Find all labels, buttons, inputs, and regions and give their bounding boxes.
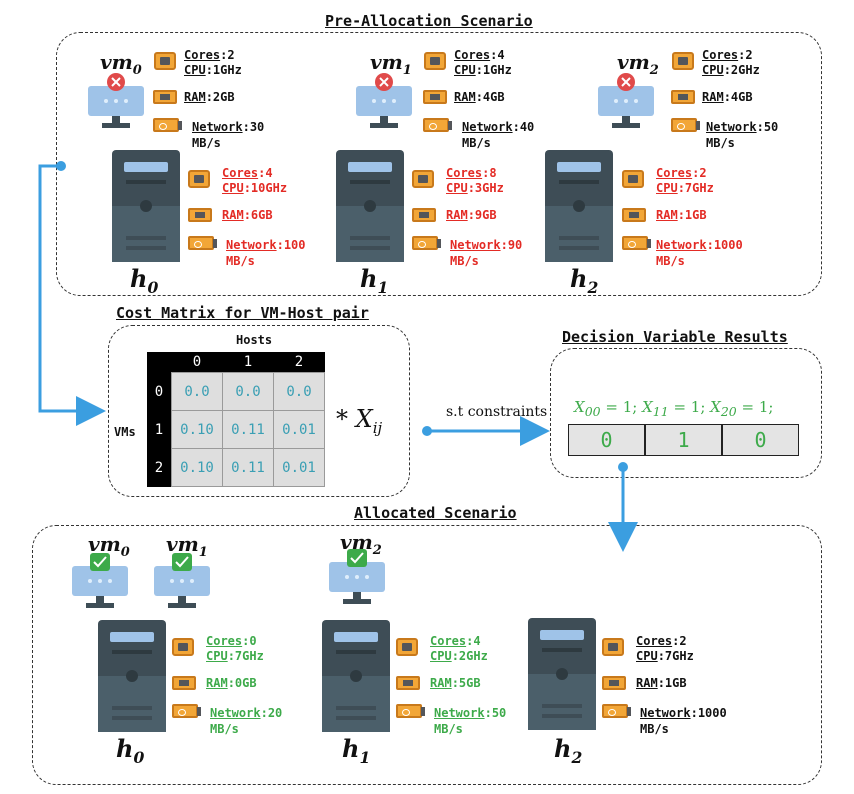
cpu-chip-icon <box>396 638 418 656</box>
vm2-label: vm2 <box>617 50 659 78</box>
vm0-specs: Cores:2 CPU:1GHz RAM:2GB Network:30 MB/s <box>150 48 300 150</box>
server-tower-icon <box>545 150 613 262</box>
cpu-chip-icon <box>424 52 446 70</box>
table-row: 0 0.0 0.0 0.0 <box>147 372 325 411</box>
monitor-icon <box>72 553 128 608</box>
cpu-chip-icon <box>602 638 624 656</box>
cpu-chip-icon <box>172 638 194 656</box>
table-row: 1 0.10 0.11 0.01 <box>147 410 325 449</box>
network-card-icon <box>188 236 217 250</box>
network-card-icon <box>671 118 700 132</box>
pre-to-cost-arrow <box>38 161 106 426</box>
cost-cell: 0.11 <box>222 448 274 487</box>
h1-label: h1 <box>360 264 389 297</box>
monitor-icon <box>598 73 654 128</box>
ram-chip-icon <box>172 676 196 690</box>
cpu-chip-icon <box>154 52 176 70</box>
col-header: 0 <box>171 352 223 373</box>
monitor-icon <box>154 553 210 608</box>
network-card-icon <box>396 704 425 718</box>
col-header: 2 <box>273 352 325 373</box>
cost-cell: 0.01 <box>273 448 325 487</box>
cost-cell: 0.0 <box>273 372 325 411</box>
decision-to-allocated-arrow <box>608 462 638 552</box>
decision-equations: X00 = 1; X11 = 1; X20 = 1; <box>574 398 774 419</box>
decision-result-row: 0 1 0 <box>568 424 799 456</box>
cost-cell: 0.10 <box>171 410 223 449</box>
server-tower-icon <box>528 618 596 730</box>
server-tower-icon <box>322 620 390 732</box>
cpu-chip-icon <box>188 170 210 188</box>
network-card-icon <box>153 118 182 132</box>
decision-variable-title: Decision Variable Results <box>562 328 788 346</box>
ram-chip-icon <box>396 676 420 690</box>
table-row: 2 0.10 0.11 0.01 <box>147 448 325 487</box>
h0-specs: Cores:4 CPU:10GHz RAM:6GB Network:100 MB… <box>186 166 336 268</box>
corner-cell <box>147 352 172 373</box>
network-card-icon <box>172 704 201 718</box>
vm2-specs: Cores:2 CPU:2GHz RAM:4GB Network:50 MB/s <box>668 48 808 150</box>
vms-axis-label: VMs <box>114 425 136 439</box>
vm1-label: vm1 <box>370 50 412 78</box>
ram-chip-icon <box>153 90 177 104</box>
decision-cell: 0 <box>568 424 645 456</box>
col-header: 1 <box>222 352 274 373</box>
allocated-title: Allocated Scenario <box>354 504 517 522</box>
ram-chip-icon <box>412 208 436 222</box>
server-tower-icon <box>112 150 180 262</box>
alloc-h1-label: h1 <box>342 734 371 767</box>
alloc-h0-specs: Cores:0 CPU:7GHz RAM:0GB Network:20 MB/s <box>170 634 310 736</box>
ram-chip-icon <box>671 90 695 104</box>
h2-label: h2 <box>570 264 599 297</box>
row-header: 1 <box>147 410 172 449</box>
network-card-icon <box>602 704 631 718</box>
ram-chip-icon <box>602 676 626 690</box>
cpu-chip-icon <box>672 52 694 70</box>
row-header: 0 <box>147 372 172 411</box>
cost-cell: 0.11 <box>222 410 274 449</box>
pre-allocation-title: Pre-Allocation Scenario <box>325 12 533 30</box>
cost-cell: 0.0 <box>222 372 274 411</box>
h0-label: h0 <box>130 264 159 297</box>
cost-matrix-title: Cost Matrix for VM-Host pair <box>116 304 369 322</box>
cost-cell: 0.0 <box>171 372 223 411</box>
vm0-label: vm0 <box>100 50 142 78</box>
cost-cell: 0.01 <box>273 410 325 449</box>
server-tower-icon <box>336 150 404 262</box>
ram-chip-icon <box>188 208 212 222</box>
alloc-vm1-label: vm1 <box>166 532 208 560</box>
cost-cell: 0.10 <box>171 448 223 487</box>
decision-variable-multiplier: * Xij <box>336 405 383 437</box>
alloc-h1-specs: Cores:4 CPU:2GHz RAM:5GB Network:50 MB/s <box>394 634 534 736</box>
hosts-axis-label: Hosts <box>236 333 273 347</box>
network-card-icon <box>423 118 452 132</box>
constraints-label: s.t constraints <box>446 404 548 420</box>
monitor-icon <box>88 73 144 128</box>
alloc-h2-specs: Cores:2 CPU:7GHz RAM:1GB Network:1000 MB… <box>600 634 750 736</box>
alloc-vm0-label: vm0 <box>88 532 130 560</box>
cpu-chip-icon <box>412 170 434 188</box>
cost-matrix-table: 0 1 2 0 0.0 0.0 0.0 1 0.10 0.11 0.01 2 0… <box>147 352 325 487</box>
network-card-icon <box>622 236 651 250</box>
decision-variable-panel <box>550 348 822 478</box>
cpu-chip-icon <box>622 170 644 188</box>
server-tower-icon <box>98 620 166 732</box>
monitor-icon <box>329 549 385 604</box>
ram-chip-icon <box>423 90 447 104</box>
h2-specs: Cores:2 CPU:7GHz RAM:1GB Network:1000 MB… <box>620 166 770 268</box>
decision-cell: 1 <box>645 424 722 456</box>
monitor-icon <box>356 73 412 128</box>
constraints-arrow <box>422 416 550 446</box>
alloc-h0-label: h0 <box>116 734 145 767</box>
decision-cell: 0 <box>722 424 799 456</box>
ram-chip-icon <box>622 208 646 222</box>
cost-matrix-panel <box>108 325 410 497</box>
vm1-specs: Cores:4 CPU:1GHz RAM:4GB Network:40 MB/s <box>420 48 570 150</box>
network-card-icon <box>412 236 441 250</box>
alloc-h2-label: h2 <box>554 734 583 767</box>
row-header: 2 <box>147 448 172 487</box>
allocated-panel <box>32 525 822 785</box>
h1-specs: Cores:8 CPU:3GHz RAM:9GB Network:90 MB/s <box>410 166 540 268</box>
